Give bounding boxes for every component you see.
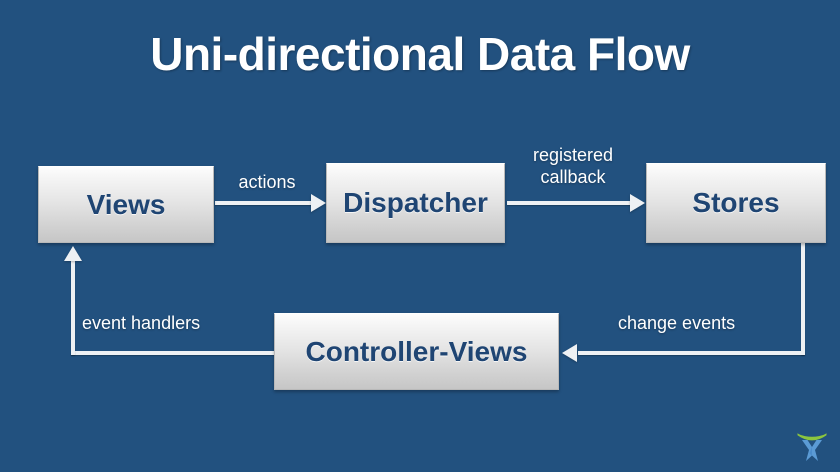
arrow-dispatcher-to-stores-line bbox=[507, 201, 631, 205]
arrow-controllerviews-to-views-head-icon bbox=[64, 246, 82, 261]
arrow-controllerviews-to-views-vertical bbox=[71, 261, 75, 355]
brand-logo-icon bbox=[794, 427, 830, 465]
arrow-stores-to-controllerviews-horizontal bbox=[578, 351, 805, 355]
node-stores[interactable]: Stores bbox=[646, 163, 826, 243]
node-views[interactable]: Views bbox=[38, 166, 214, 243]
arrow-stores-to-controllerviews-vertical bbox=[801, 243, 805, 355]
arrow-views-to-dispatcher-line bbox=[215, 201, 312, 205]
edge-label-event-handlers: event handlers bbox=[82, 313, 201, 333]
arrow-dispatcher-to-stores-head-icon bbox=[630, 194, 645, 212]
arrow-views-to-dispatcher-head-icon bbox=[311, 194, 326, 212]
page-title: Uni-directional Data Flow bbox=[150, 28, 690, 80]
edge-label-change-events: change events bbox=[618, 313, 736, 333]
edge-label-registered-callback: registered callback bbox=[532, 145, 614, 187]
node-dispatcher[interactable]: Dispatcher bbox=[326, 163, 505, 243]
node-controller-views[interactable]: Controller-Views bbox=[274, 313, 559, 390]
edge-label-actions: actions bbox=[238, 172, 296, 192]
arrow-controllerviews-to-views-horizontal bbox=[71, 351, 276, 355]
arrow-stores-to-controllerviews-head-icon bbox=[562, 344, 577, 362]
